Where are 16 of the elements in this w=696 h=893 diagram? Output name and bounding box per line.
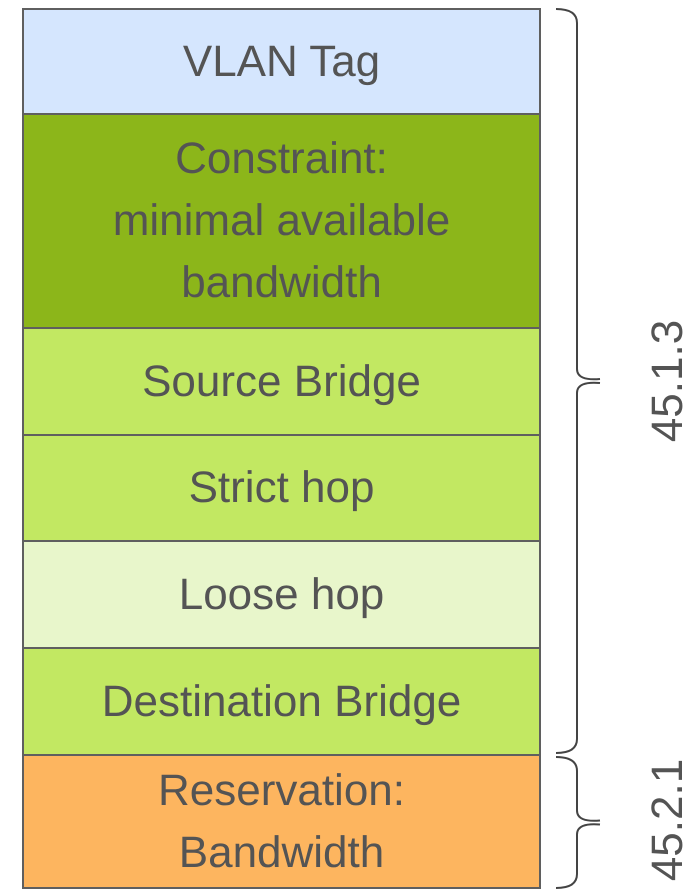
field-label: Destination Bridge xyxy=(102,676,462,728)
field-label: Reservation: Bandwidth xyxy=(156,764,406,878)
section-number: 45.2.1 xyxy=(643,758,693,882)
field-box xyxy=(22,647,541,756)
field-label: Constraint: minimal available bandwidth xyxy=(112,133,452,309)
field-label: Source Bridge xyxy=(142,356,421,408)
field-box xyxy=(22,434,541,542)
field-box xyxy=(22,540,541,649)
field-label: VLAN Tag xyxy=(182,36,380,88)
field-label: Loose hop xyxy=(178,568,384,620)
field-box xyxy=(22,327,541,436)
field-box xyxy=(22,113,541,329)
field-label: Strict hop xyxy=(188,462,374,514)
section-number: 45.1.3 xyxy=(643,320,693,442)
field-box xyxy=(22,8,541,115)
field-box xyxy=(22,754,541,889)
